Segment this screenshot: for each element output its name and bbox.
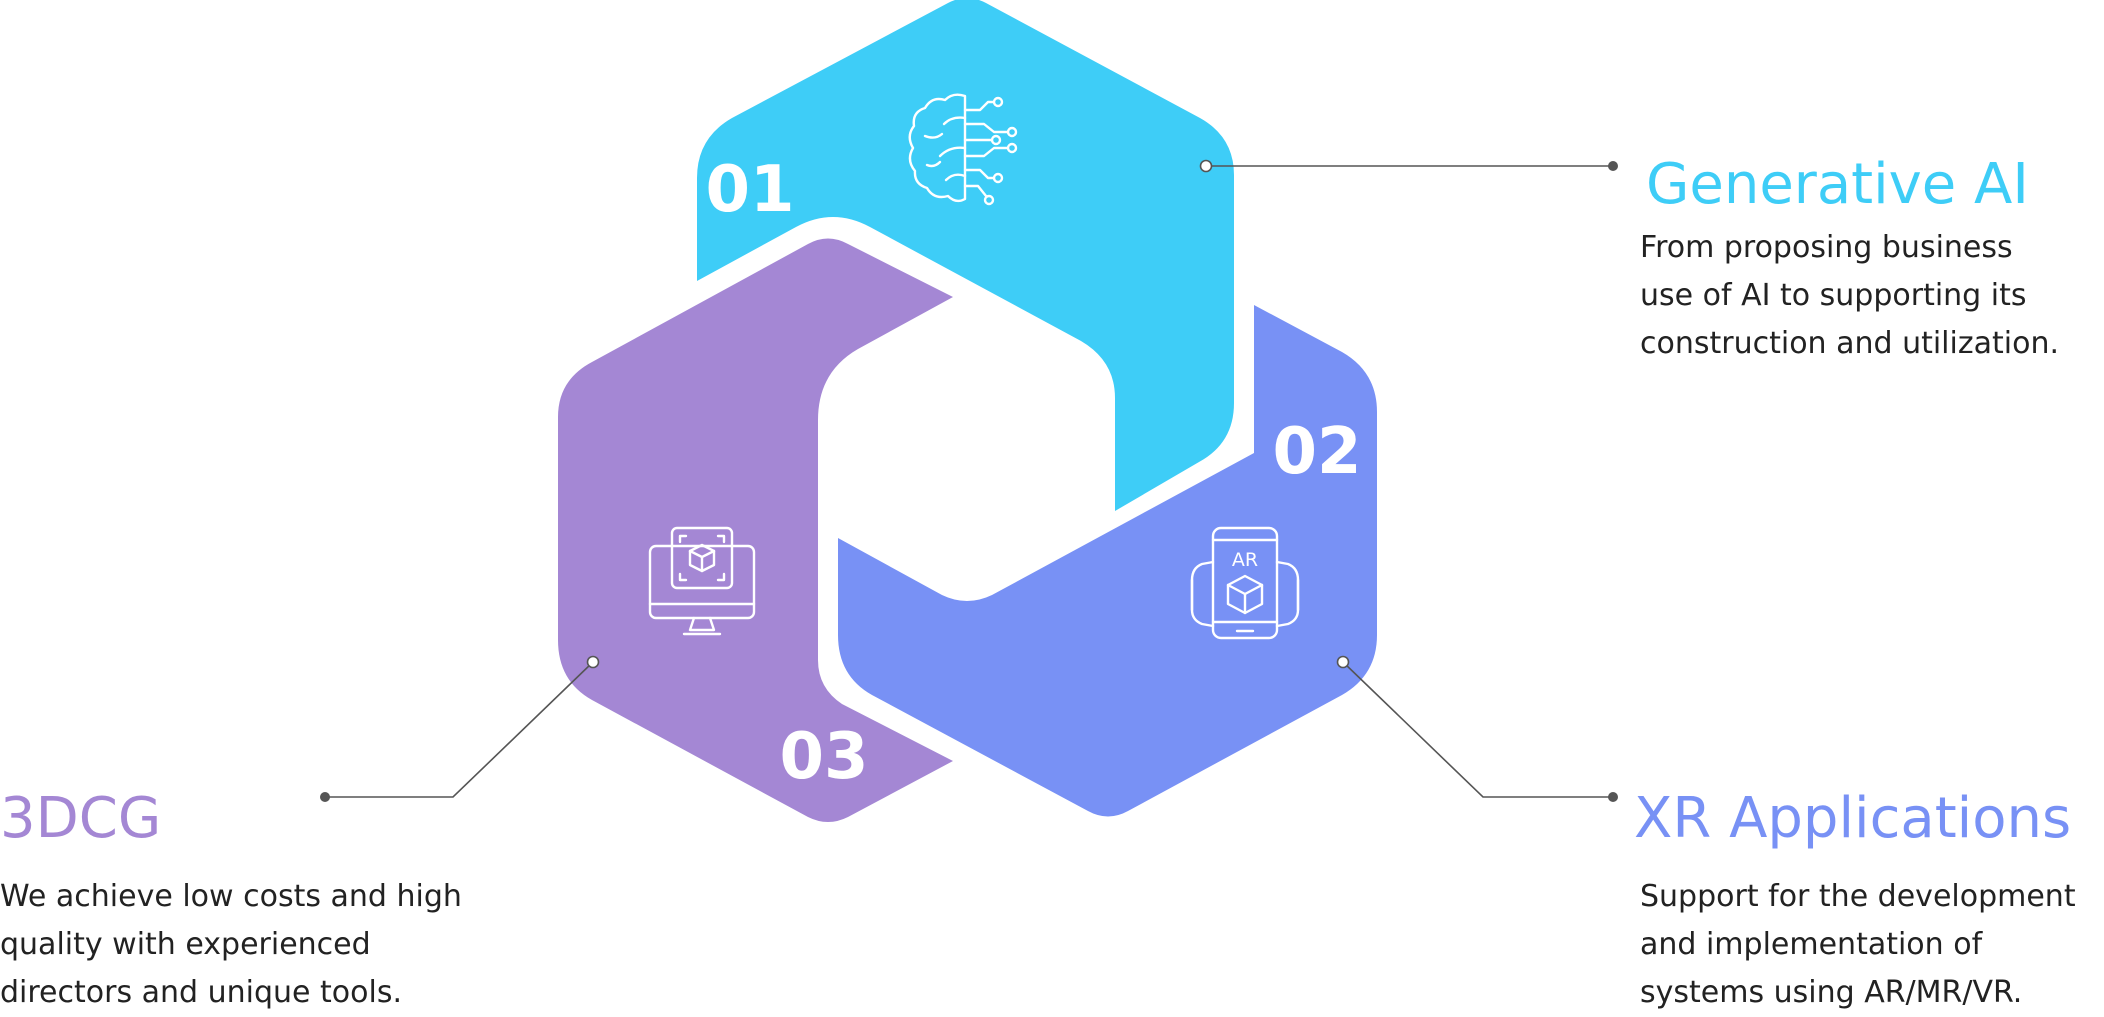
xr-applications-description: Support for the development and implemen… — [1640, 879, 2076, 1010]
segment-02-shape — [838, 305, 1377, 817]
xr-applications-heading: XR Applications — [1634, 786, 2072, 851]
generative-ai-heading: Generative AI — [1646, 152, 2029, 217]
connector-01 — [1199, 159, 1618, 173]
segment-01-shape — [697, 0, 1234, 511]
segment-01-number: 01 — [705, 153, 794, 227]
brain-circuit-icon — [908, 93, 1018, 206]
connector-02 — [1336, 655, 1618, 802]
3dcg-block: 3DCG — [0, 788, 161, 850]
xr-applications-block: XR Applications — [1634, 788, 2071, 850]
ar-phone-cube-icon: AR — [1190, 526, 1300, 640]
segment-03-number: 03 — [779, 720, 868, 794]
3dcg-description: We achieve low costs and high quality wi… — [0, 879, 462, 1010]
3dcg-heading: 3DCG — [0, 786, 162, 851]
generative-ai-block: Generative AI — [1646, 154, 2029, 216]
generative-ai-description: From proposing business use of AI to sup… — [1640, 230, 2059, 361]
monitor-3d-cube-icon — [648, 526, 756, 636]
segment-02-number: 02 — [1272, 415, 1361, 489]
connector-03 — [320, 655, 600, 802]
ar-icon-label: AR — [1232, 549, 1258, 571]
segment-03-shape — [558, 238, 953, 822]
